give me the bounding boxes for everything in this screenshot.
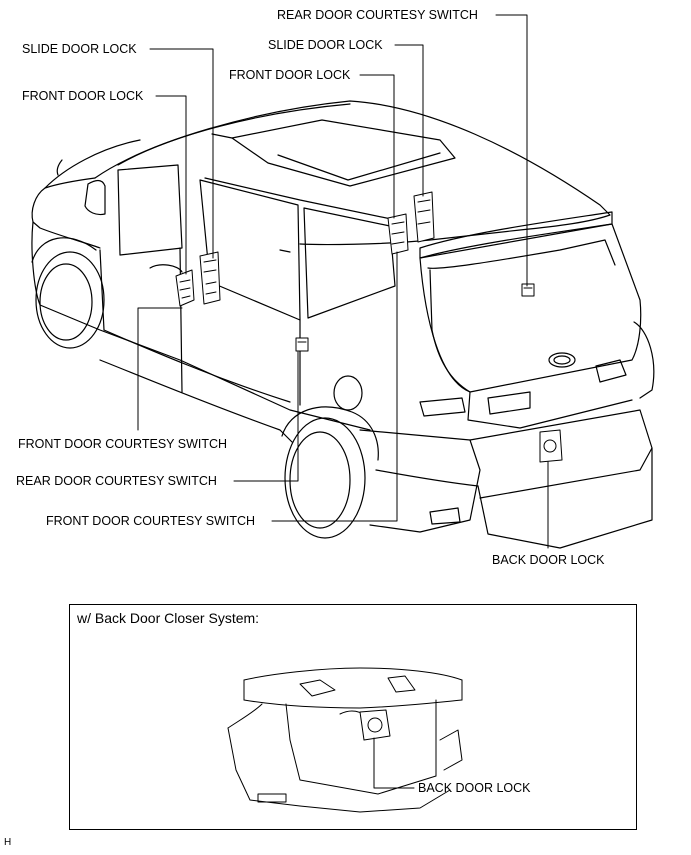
label-slide-door-lock-left: SLIDE DOOR LOCK [22,42,137,56]
component-rear-door-courtesy-switch-top [521,283,535,297]
vehicle-illustration [31,100,655,549]
component-front-door-lock-left [175,269,195,307]
leader-lines [137,14,549,549]
component-slide-door-lock-left [199,251,221,305]
inset-box [69,604,637,830]
label-front-door-courtesy-switch-bottom: FRONT DOOR COURTESY SWITCH [46,514,256,528]
component-slide-door-lock-right [413,191,435,243]
label-slide-door-lock-right: SLIDE DOOR LOCK [268,38,383,52]
label-front-door-lock-right: FRONT DOOR LOCK [229,68,351,82]
figure-code: H [4,837,12,848]
label-back-door-lock-inset: BACK DOOR LOCK [418,781,531,795]
label-rear-door-courtesy-switch-bottom: REAR DOOR COURTESY SWITCH [16,474,217,488]
label-front-door-courtesy-switch-left: FRONT DOOR COURTESY SWITCH [18,437,228,451]
label-back-door-lock-main: BACK DOOR LOCK [492,553,605,567]
inset-title: w/ Back Door Closer System: [77,610,260,626]
component-rear-door-courtesy-switch-bottom [295,337,309,352]
label-rear-door-courtesy-switch-top: REAR DOOR COURTESY SWITCH [277,8,478,22]
label-front-door-lock-left: FRONT DOOR LOCK [22,89,144,103]
inset-vehicle-illustration [227,667,463,813]
component-front-door-lock-right [387,213,409,255]
component-back-door-lock-main [539,429,563,463]
